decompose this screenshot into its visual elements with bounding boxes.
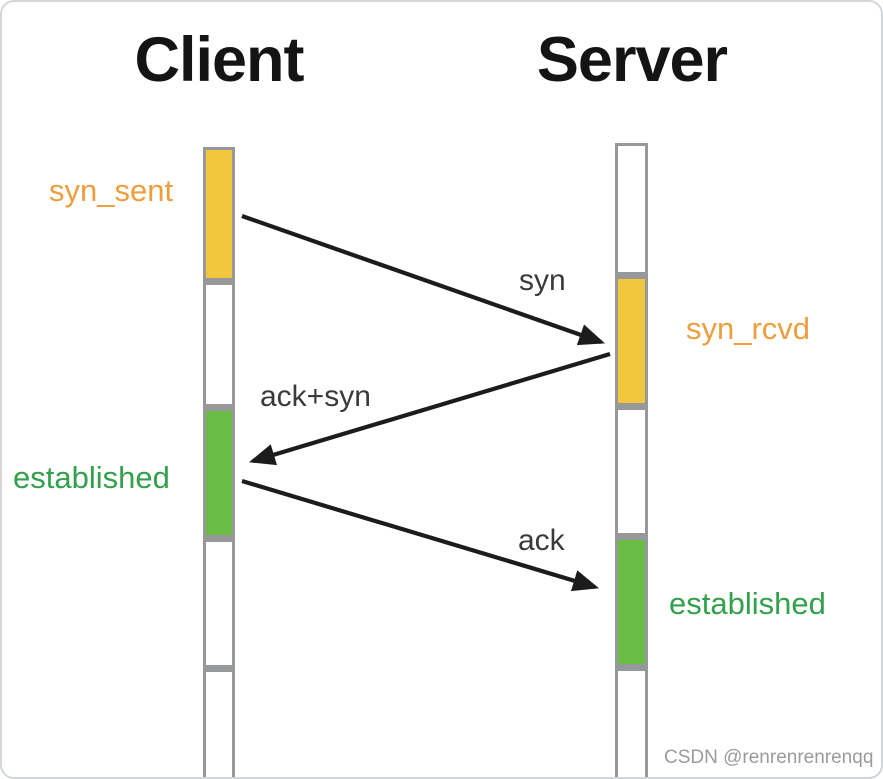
server-title: Server xyxy=(536,25,728,95)
lifeline-divider xyxy=(206,404,232,411)
message-label-syn: syn xyxy=(519,264,566,297)
client-segment-idle-2 xyxy=(206,542,232,665)
lifeline-divider xyxy=(206,278,232,285)
lifeline-divider xyxy=(618,272,645,279)
client-segment-idle-1 xyxy=(206,285,232,404)
lifeline-divider xyxy=(618,403,645,410)
client-state-label-established: established xyxy=(13,460,170,495)
server-segment-established xyxy=(618,540,645,664)
server-segment-syn-rcvd xyxy=(618,279,645,403)
server-state-label-established: established xyxy=(669,586,826,621)
client-segment-syn-sent xyxy=(206,150,232,278)
watermark: CSDN @renrenrenrenqq xyxy=(664,747,874,768)
lifeline-divider xyxy=(618,664,645,671)
lifeline-divider xyxy=(618,533,645,540)
message-label-ack: ack xyxy=(518,524,565,557)
server-segment-idle-3 xyxy=(618,671,645,777)
server-lifeline xyxy=(615,143,648,777)
client-segment-idle-3 xyxy=(206,672,232,777)
server-segment-idle-1 xyxy=(618,146,645,272)
lifeline-divider xyxy=(206,665,232,672)
client-segment-established xyxy=(206,411,232,535)
client-title: Client xyxy=(134,25,304,95)
lifeline-divider xyxy=(206,535,232,542)
client-lifeline xyxy=(203,147,235,777)
message-label-ack-syn: ack+syn xyxy=(260,380,371,413)
client-state-label-syn-sent: syn_sent xyxy=(49,173,174,208)
server-segment-idle-2 xyxy=(618,410,645,533)
server-state-label-syn-rcvd: syn_rcvd xyxy=(686,311,811,346)
